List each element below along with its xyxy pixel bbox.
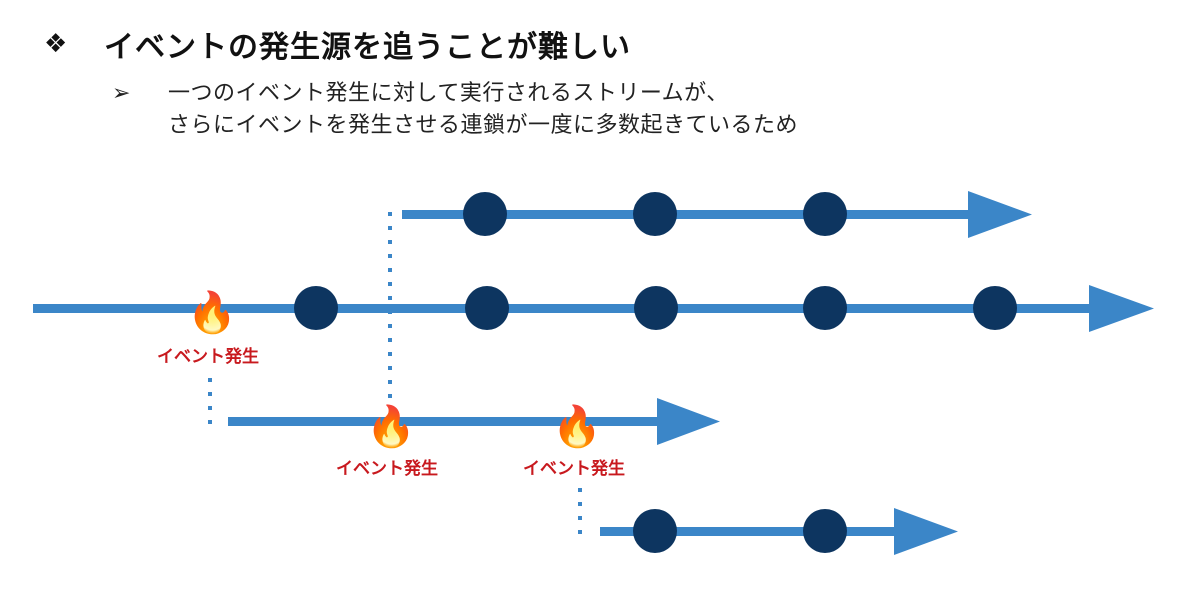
stream-middle-arrowhead <box>657 398 720 445</box>
flame-icon: 🔥 <box>366 403 416 450</box>
stream-middle-line <box>228 417 662 426</box>
stream-node <box>973 286 1017 330</box>
heading-text: イベントの発生源を追うことが難しい <box>104 30 631 65</box>
stream-main-line <box>33 304 1093 313</box>
arrow-bullet-icon: ➢ <box>112 81 131 106</box>
flame-icon: 🔥 <box>552 403 602 450</box>
stream-node <box>633 192 677 236</box>
event-label: イベント発生 <box>336 458 438 479</box>
stream-node <box>465 286 509 330</box>
subpoint-text: 一つのイベント発生に対して実行されるストリームが、 さらにイベントを発生させる連… <box>168 78 798 142</box>
stream-bottom-line <box>600 527 898 536</box>
stream-node <box>294 286 338 330</box>
subpoint-line-2: さらにイベントを発生させる連鎖が一度に多数起きているため <box>168 113 799 138</box>
event-main: 🔥 イベント発生 <box>157 289 259 367</box>
event-label: イベント発生 <box>157 346 259 367</box>
stream-top-line <box>402 210 972 219</box>
subpoint: ➢ 一つのイベント発生に対して実行されるストリームが、 さらにイベントを発生させ… <box>112 78 798 142</box>
stream-top-arrowhead <box>968 191 1032 238</box>
stream-top <box>402 191 1032 238</box>
stream-node <box>803 286 847 330</box>
heading: ❖ イベントの発生源を追うことが難しい <box>44 22 631 66</box>
stream-main <box>33 285 1154 332</box>
stream-bottom <box>600 508 958 555</box>
stream-node <box>634 286 678 330</box>
event-middle-left: 🔥 イベント発生 <box>336 403 438 479</box>
stream-bottom-arrowhead <box>894 508 958 555</box>
stream-node <box>463 192 507 236</box>
subpoint-line-1: 一つのイベント発生に対して実行されるストリームが、 <box>168 81 729 106</box>
stream-node <box>803 509 847 553</box>
event-middle-right: 🔥 イベント発生 <box>523 403 625 479</box>
flame-icon: 🔥 <box>187 289 237 336</box>
diamond-bullet-icon: ❖ <box>44 29 68 59</box>
stream-middle <box>228 398 720 445</box>
event-label: イベント発生 <box>523 458 625 479</box>
stream-main-arrowhead <box>1089 285 1154 332</box>
stream-node <box>803 192 847 236</box>
stream-node <box>633 509 677 553</box>
